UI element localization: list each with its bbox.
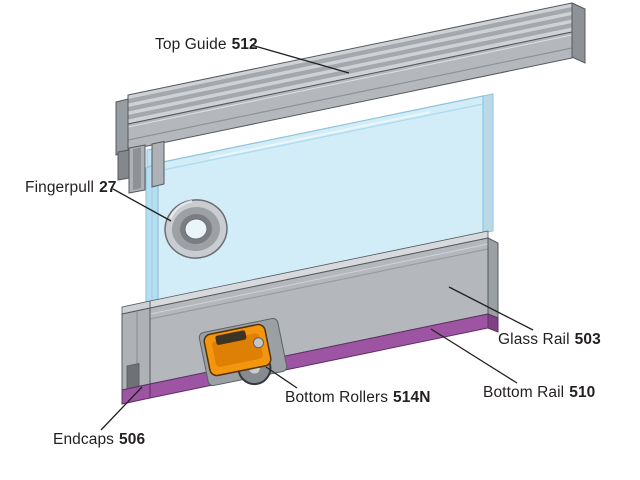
label-number: 27 — [99, 179, 117, 196]
label-number: 510 — [569, 384, 596, 401]
top-guide-illustration — [115, 2, 586, 194]
leader-lines — [100, 44, 534, 431]
label-text: Fingerpull — [25, 179, 95, 196]
label-text: Top Guide — [155, 36, 227, 53]
label-number: 503 — [574, 331, 601, 348]
label-number: 512 — [231, 36, 258, 53]
roller-illustration — [198, 317, 288, 387]
label-text: Glass Rail — [498, 331, 570, 348]
leader-line-bottom-rollers — [265, 366, 298, 389]
leader-line-bottom-rail — [430, 328, 518, 384]
label-number: 506 — [119, 431, 146, 448]
leader-line-top-guide — [250, 44, 350, 74]
label-text: Bottom Rollers — [285, 389, 389, 406]
label-text: Bottom Rail — [483, 384, 565, 401]
leader-line-fingerpull — [112, 188, 172, 222]
label-number: 514N — [393, 389, 431, 406]
leader-line-endcaps — [100, 386, 143, 431]
label-text: Endcaps — [53, 431, 115, 448]
endcap-illustration — [121, 300, 151, 405]
leader-line-glass-rail — [448, 286, 534, 331]
fingerpull-illustration — [164, 199, 228, 259]
